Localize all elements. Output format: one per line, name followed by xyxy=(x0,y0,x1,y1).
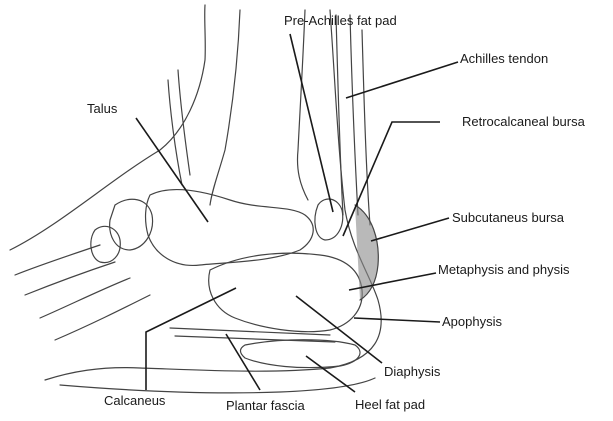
dorsal-skin-outline xyxy=(10,5,205,250)
label-talus: Talus xyxy=(87,101,117,116)
talus-bone xyxy=(146,190,314,266)
heel-fat-pad xyxy=(240,340,360,368)
label-diaphysis: Diaphysis xyxy=(384,364,440,379)
lower-sole-outline xyxy=(60,378,375,393)
leader-calcaneus xyxy=(146,288,236,390)
label-pre-achilles-fat-pad: Pre-Achilles fat pad xyxy=(284,13,397,28)
leader-heel-fat-pad xyxy=(306,356,355,392)
leader-talus xyxy=(136,118,208,222)
leader-pre-achilles-fat-pad xyxy=(290,34,333,212)
metatarsal-4 xyxy=(55,295,150,340)
achilles-tendon-line-2 xyxy=(350,15,358,215)
label-metaphysis-and-physis: Metaphysis and physis xyxy=(438,262,570,277)
pre-achilles-fat-pad xyxy=(315,199,343,240)
label-achilles-tendon: Achilles tendon xyxy=(460,51,548,66)
tibia xyxy=(210,10,240,205)
label-apophysis: Apophysis xyxy=(442,314,502,329)
achilles-tendon-line-3 xyxy=(362,30,370,225)
leader-plantar-fascia xyxy=(226,334,260,390)
plantar-fascia-2 xyxy=(175,336,335,342)
label-heel-fat-pad: Heel fat pad xyxy=(355,397,425,412)
label-retrocalcaneal-bursa: Retrocalcaneal bursa xyxy=(462,114,585,129)
label-subcutaneus-bursa: Subcutaneus bursa xyxy=(452,210,564,225)
leader-apophysis xyxy=(354,318,440,322)
leader-subcutaneus-bursa xyxy=(371,218,449,241)
label-calcaneus: Calcaneus xyxy=(104,393,165,408)
calcaneus-bone xyxy=(209,253,362,332)
metatarsal-1 xyxy=(15,245,100,275)
label-plantar-fascia: Plantar fascia xyxy=(226,398,305,413)
leader-diaphysis xyxy=(296,296,382,363)
